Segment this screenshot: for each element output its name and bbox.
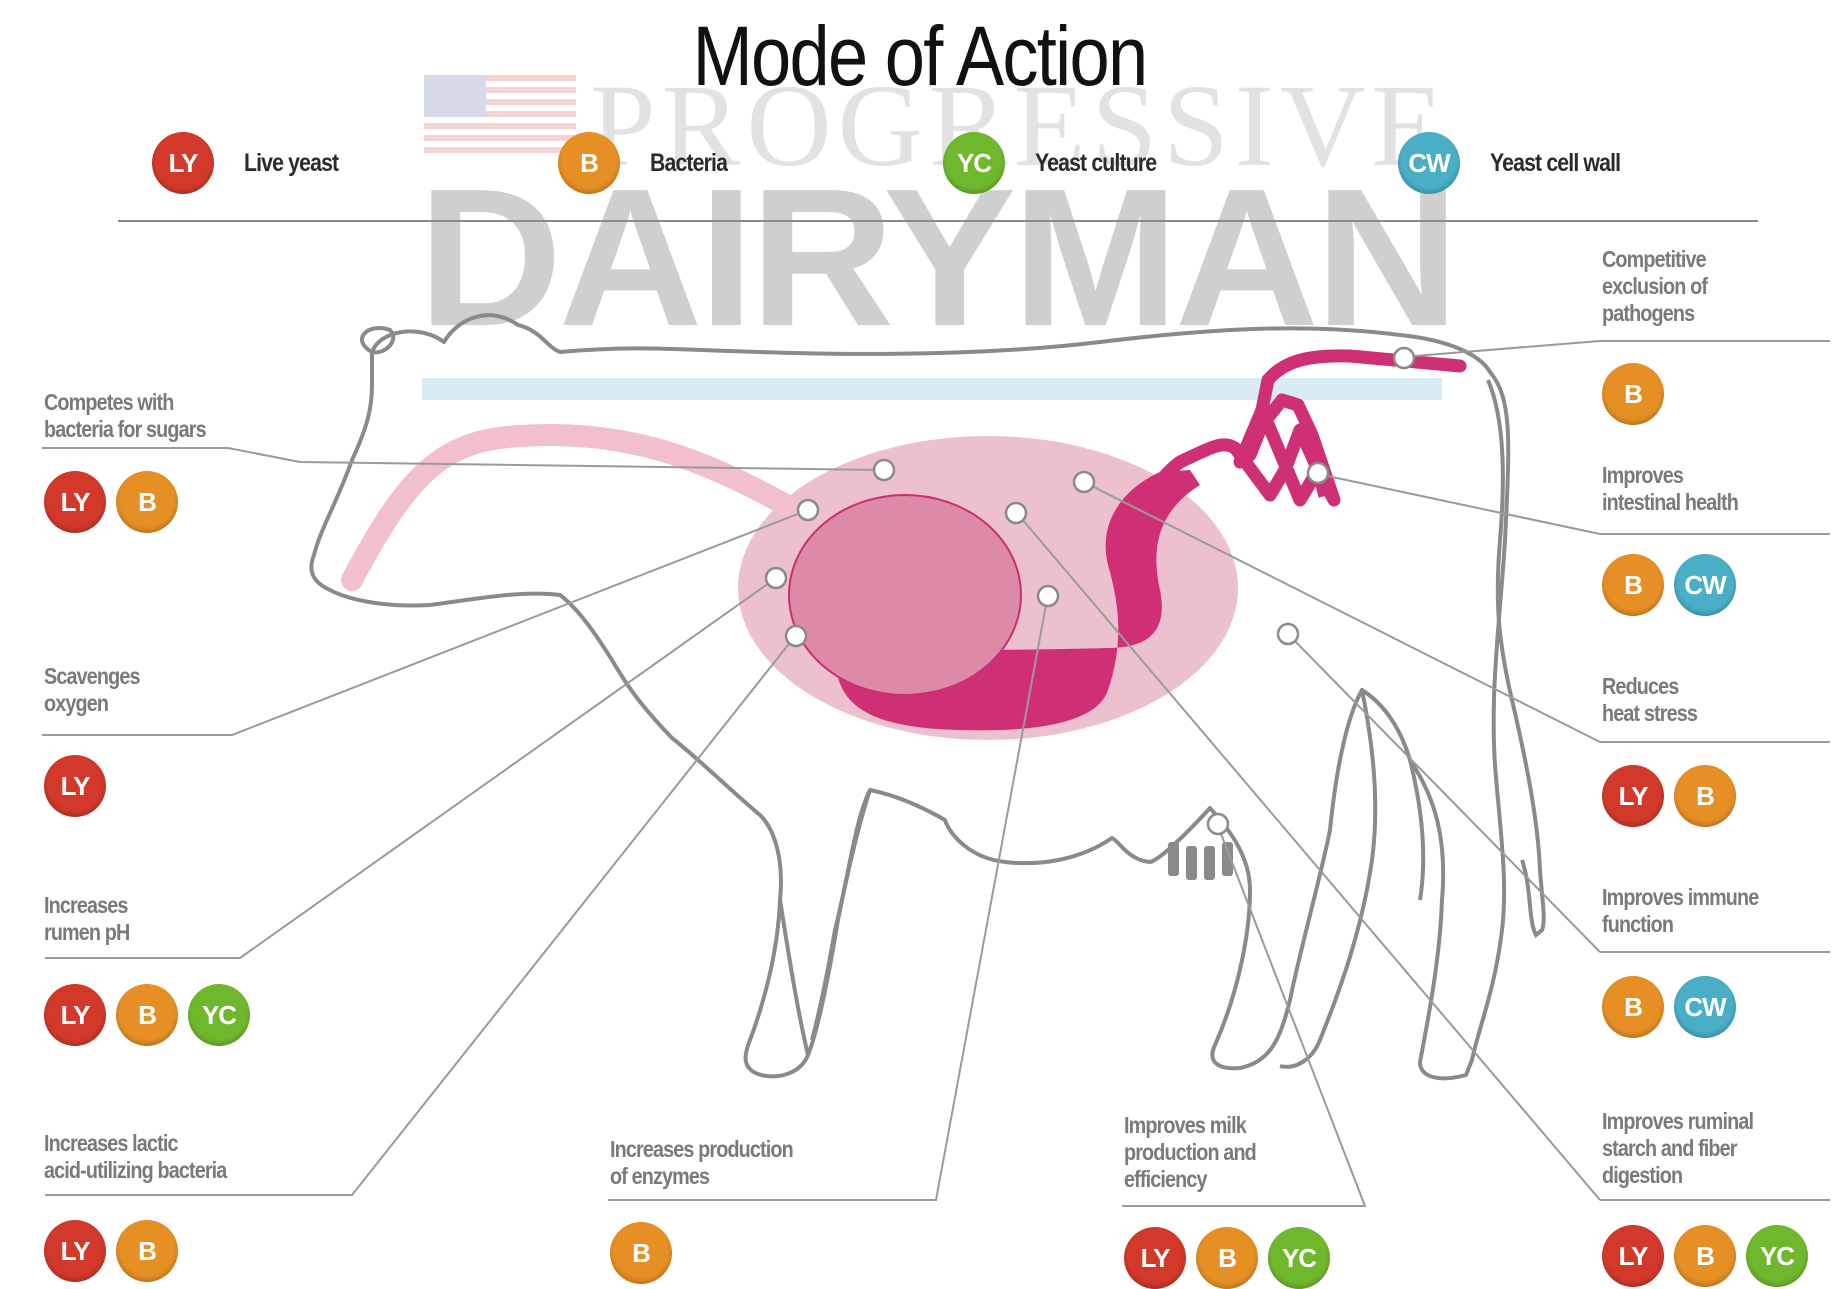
legend-item-bacteria: B Bacteria	[558, 132, 741, 194]
legend-label: Yeast culture	[1035, 149, 1156, 178]
callout-text: Improves milk production and efficiency	[1124, 1112, 1310, 1193]
esophagus	[352, 435, 802, 580]
callout-increases-ph: Increases rumen pH LY B YC	[44, 892, 260, 1046]
badge-yc-icon: YC	[188, 984, 250, 1046]
badge-b-icon: B	[558, 132, 620, 194]
badge-cw-icon: CW	[1674, 976, 1736, 1038]
udder-teats-icon	[1168, 842, 1233, 880]
cow-hind-leg-inner	[1280, 690, 1423, 1067]
badge-ly-icon: LY	[44, 1220, 106, 1282]
callout-badges: B CW	[1602, 976, 1784, 1038]
badge-yc-icon: YC	[1746, 1225, 1808, 1287]
callout-badges: LY B YC	[1602, 1225, 1818, 1287]
callout-text: Reduces heat stress	[1602, 673, 1726, 727]
callout-heat-stress: Reduces heat stress LY B	[1602, 673, 1746, 827]
callout-badges: LY B	[44, 1220, 256, 1282]
callout-badges: LY B	[1602, 765, 1746, 827]
cow-front-leg-inner	[780, 790, 870, 1055]
badge-b-icon: B	[1674, 765, 1736, 827]
badge-b-icon: B	[116, 471, 178, 533]
legend-label: Bacteria	[650, 149, 727, 178]
callout-text: Increases rumen pH	[44, 892, 230, 946]
callout-ruminal-digestion: Improves ruminal starch and fiber digest…	[1602, 1108, 1818, 1287]
callout-text: Competitive exclusion of pathogens	[1602, 246, 1707, 327]
badge-ly-icon: LY	[152, 132, 214, 194]
legend-item-yeast-cell-wall: CW Yeast cell wall	[1398, 132, 1643, 194]
badge-b-icon: B	[1674, 1225, 1736, 1287]
callout-competes-sugars: Competes with bacteria for sugars LY B	[44, 389, 232, 533]
callout-text: Competes with bacteria for sugars	[44, 389, 206, 443]
callout-text: Improves intestinal health	[1602, 462, 1738, 516]
callout-badges: B	[1602, 363, 1724, 425]
callout-intestinal: Improves intestinal health B CW	[1602, 462, 1760, 616]
callout-badges: LY B	[44, 471, 232, 533]
badge-ly-icon: LY	[1602, 765, 1664, 827]
callout-immune: Improves immune function B CW	[1602, 884, 1784, 1038]
callout-pathogens: Competitive exclusion of pathogens B	[1602, 246, 1724, 425]
callout-text: Improves ruminal starch and fiber digest…	[1602, 1108, 1788, 1189]
badge-b-icon: B	[610, 1222, 672, 1284]
badge-b-icon: B	[116, 984, 178, 1046]
reticulum	[789, 495, 1021, 695]
badge-yc-icon: YC	[943, 132, 1005, 194]
cow-head-ear	[362, 328, 393, 352]
legend-label: Live yeast	[244, 149, 338, 178]
badge-ly-icon: LY	[1602, 1225, 1664, 1287]
callout-milk: Improves milk production and efficiency …	[1124, 1112, 1340, 1289]
page-title: Mode of Action	[129, 8, 1711, 105]
badge-ly-icon: LY	[44, 471, 106, 533]
callout-badges: B CW	[1602, 554, 1760, 616]
callout-enzymes: Increases production of enzymes B	[610, 1136, 823, 1284]
callout-text: Increases production of enzymes	[610, 1136, 793, 1190]
callout-badges: LY	[44, 755, 155, 817]
legend-item-yeast-culture: YC Yeast culture	[943, 132, 1178, 194]
badge-cw-icon: CW	[1674, 554, 1736, 616]
callout-badges: B	[610, 1222, 823, 1284]
callout-text: Scavenges oxygen	[44, 663, 140, 717]
badge-b-icon: B	[116, 1220, 178, 1282]
badge-b-icon: B	[1602, 976, 1664, 1038]
legend-item-live-yeast: LY Live yeast	[152, 132, 355, 194]
badge-b-icon: B	[1602, 554, 1664, 616]
badge-ly-icon: LY	[44, 755, 106, 817]
callout-text: Improves immune function	[1602, 884, 1758, 938]
callout-lactic-bacteria: Increases lactic acid-utilizing bacteria…	[44, 1130, 256, 1282]
badge-b-icon: B	[1602, 363, 1664, 425]
callout-badges: LY B YC	[44, 984, 260, 1046]
legend-label: Yeast cell wall	[1490, 149, 1620, 178]
badge-cw-icon: CW	[1398, 132, 1460, 194]
callout-text: Increases lactic acid-utilizing bacteria	[44, 1130, 226, 1184]
callout-scavenges-oxygen: Scavenges oxygen LY	[44, 663, 155, 817]
badge-ly-icon: LY	[44, 984, 106, 1046]
